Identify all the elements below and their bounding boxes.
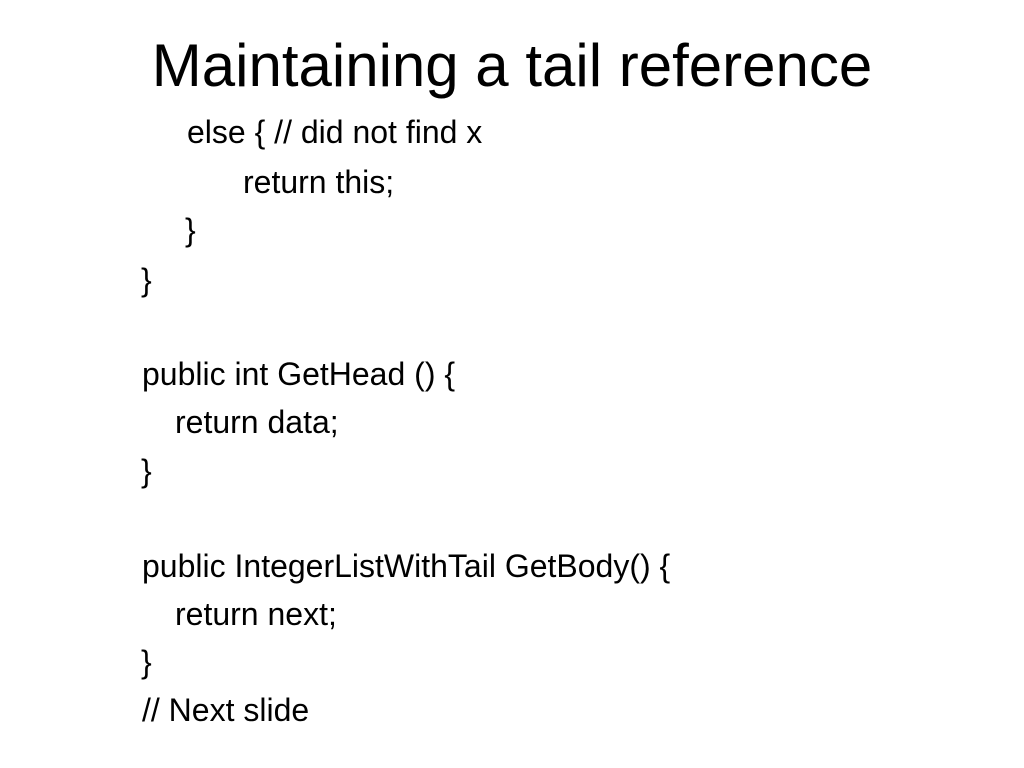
slide-title: Maintaining a tail reference xyxy=(151,32,873,99)
code-line: return data; xyxy=(175,404,339,440)
code-line: public IntegerListWithTail GetBody() { xyxy=(142,548,671,584)
code-line: } xyxy=(141,644,152,680)
code-line: // Next slide xyxy=(142,692,310,728)
code-line: } xyxy=(141,453,152,489)
code-line: } xyxy=(185,212,196,248)
code-line: return this; xyxy=(243,164,395,200)
code-line: return next; xyxy=(175,596,337,632)
code-line: public int GetHead () { xyxy=(142,356,456,392)
code-line: else { // did not find x xyxy=(187,114,483,150)
code-line: } xyxy=(141,262,152,298)
